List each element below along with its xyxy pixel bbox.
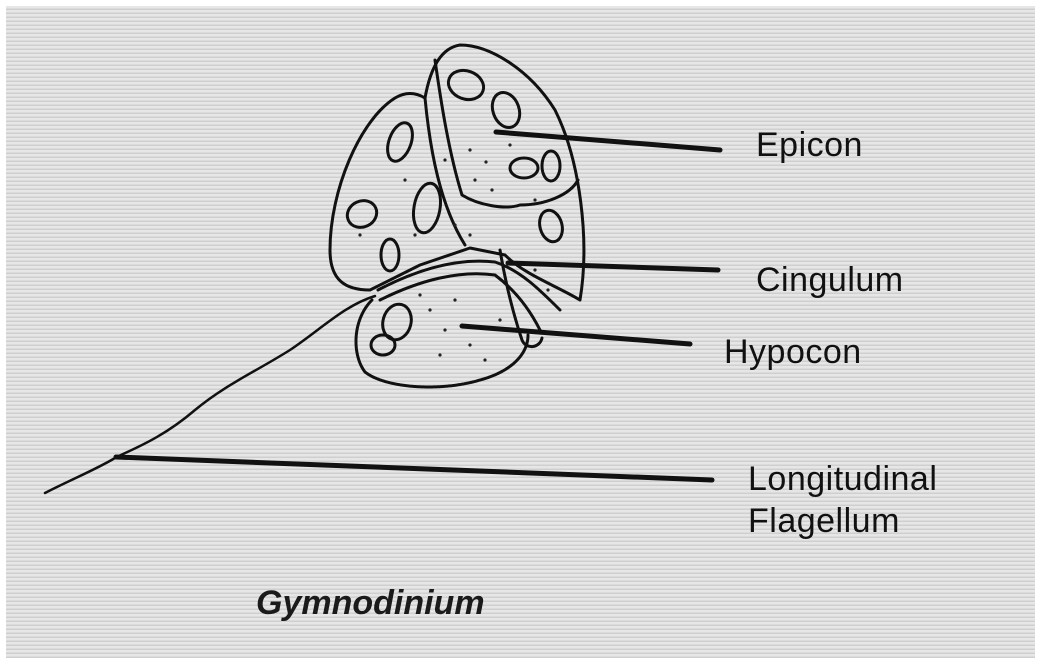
leader-flagellum xyxy=(116,457,712,480)
label-longitudinal: Longitudinal xyxy=(748,458,937,500)
label-cingulum: Cingulum xyxy=(756,261,904,300)
label-epicon: Epicon xyxy=(756,126,863,165)
cingulum-line-top xyxy=(378,261,560,310)
leader-hypocon xyxy=(462,326,690,344)
leader-epicon xyxy=(496,132,720,150)
leader-cingulum xyxy=(508,263,718,270)
label-longitudinal-flagellum: Longitudinal Flagellum xyxy=(748,458,937,542)
gymnodinium-diagram xyxy=(6,6,1035,658)
diagram-frame: Epicon Cingulum Hypocon Longitudinal Fla… xyxy=(6,6,1035,658)
chloroplasts xyxy=(343,66,566,355)
caption-gymnodinium: Gymnodinium xyxy=(256,584,485,623)
leader-lines xyxy=(116,132,720,480)
label-hypocon: Hypocon xyxy=(724,333,862,372)
hypocone-outline xyxy=(356,300,528,387)
label-flagellum: Flagellum xyxy=(748,500,937,542)
